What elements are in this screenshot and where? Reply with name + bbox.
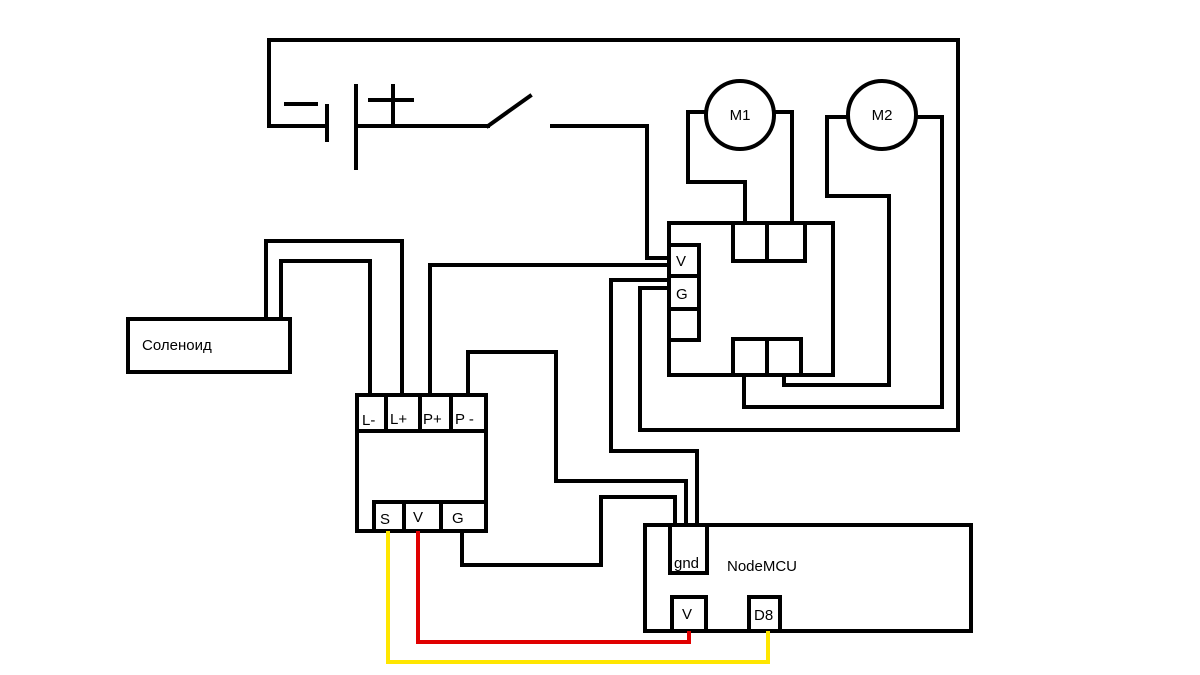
motor-m1-label: M1 (730, 107, 751, 124)
driver-terminal-m1a (731, 221, 769, 263)
driver-pin-g (667, 274, 701, 311)
relay-pin-g (439, 500, 488, 533)
nodemcu-pin-d8 (747, 595, 782, 633)
motor-m2-label: M2 (872, 107, 893, 124)
signal-wire-yellow (386, 531, 770, 664)
driver-terminal-m1b (765, 221, 807, 263)
relay-pin-p-plus-label: P+ (423, 411, 442, 428)
driver-terminal-m2a (731, 337, 769, 377)
nodemcu-pin-v-label: V (682, 606, 692, 623)
battery-switch-circuit (267, 38, 960, 432)
solenoid-label: Соленоид (142, 337, 212, 354)
motor-driver: V G (667, 221, 835, 377)
relay-pin-g-label: G (452, 510, 464, 527)
motor-m2: M2 (742, 79, 944, 409)
relay-pin-v-label: V (413, 509, 423, 526)
relay-pin-s-label: S (380, 511, 390, 528)
nodemcu-pin-gnd-label: gnd (674, 555, 699, 572)
power-wire-red (416, 531, 691, 644)
switch-lever (485, 93, 533, 129)
motor-m1: M1 (686, 79, 794, 225)
driver-terminal-m2b (765, 337, 803, 377)
relay-pin-l-plus-label: L+ (390, 411, 407, 428)
driver-pin-v-label: V (676, 253, 686, 270)
relay-module: L- L+ P+ P - S V G (355, 393, 488, 533)
relay-pin-p-minus-label: P - (455, 411, 474, 428)
relay-pin-l-minus-label: L- (362, 412, 375, 429)
driver-pin-v (667, 243, 701, 278)
nodemcu-label: NodeMCU (727, 558, 797, 575)
motor-m1-circle (704, 79, 776, 151)
nodemcu-pin-d8-label: D8 (754, 607, 773, 624)
relay-pin-p-minus (449, 393, 488, 433)
nodemcu-board: gnd NodeMCU V D8 (643, 523, 973, 633)
nodemcu-pin-gnd (668, 523, 709, 575)
driver-pin-g-label: G (676, 286, 688, 303)
solenoid: Соленоид (126, 239, 404, 397)
driver-pin-blank (667, 307, 701, 342)
